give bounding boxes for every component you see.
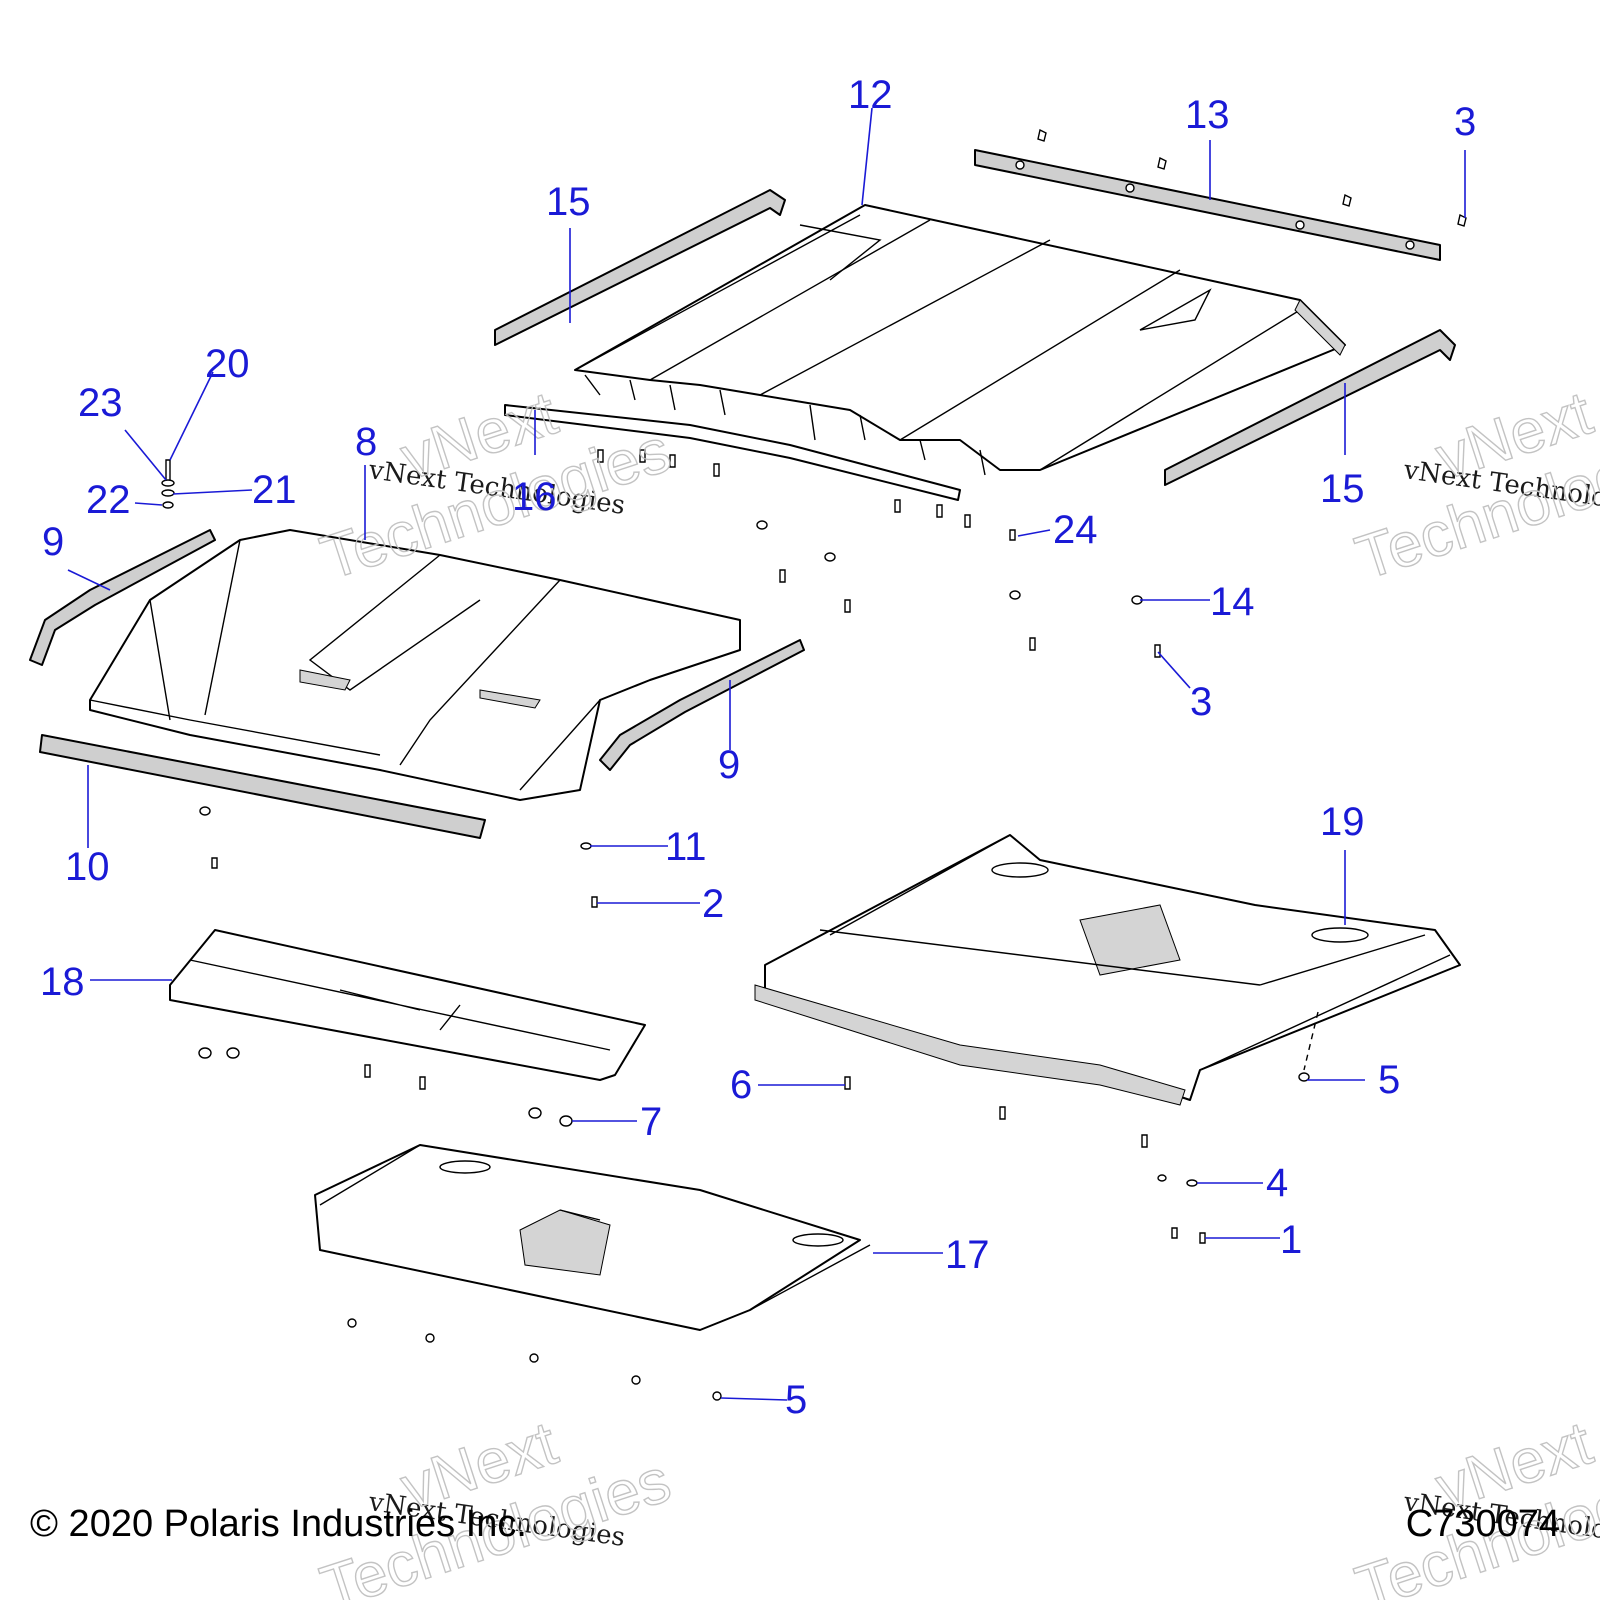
callout-5: 5 bbox=[1378, 1058, 1400, 1102]
part-header-panel bbox=[169, 929, 646, 1081]
callout-2: 2 bbox=[702, 882, 724, 926]
part-rear-headliner bbox=[754, 834, 1461, 1106]
part-rear-roof-panel bbox=[574, 204, 1346, 476]
callout-24: 24 bbox=[1053, 508, 1098, 552]
callout-15: 15 bbox=[546, 180, 591, 224]
part-front-strip bbox=[39, 734, 486, 839]
callout-15: 15 bbox=[1320, 467, 1365, 511]
part-side-strip-left bbox=[494, 189, 786, 346]
leader-lines bbox=[67, 107, 1466, 1401]
callout-8: 8 bbox=[355, 420, 377, 464]
callout-5: 5 bbox=[785, 1378, 807, 1422]
callout-23: 23 bbox=[78, 381, 123, 425]
callout-3: 3 bbox=[1454, 100, 1476, 144]
part-front-headliner bbox=[314, 1144, 871, 1331]
callout-18: 18 bbox=[40, 960, 85, 1004]
callout-11: 11 bbox=[665, 825, 707, 869]
diagram-code: C730074 bbox=[1405, 1503, 1560, 1545]
callout-17: 17 bbox=[945, 1233, 990, 1277]
part-rear-rail bbox=[974, 128, 1467, 261]
callout-10: 10 bbox=[65, 845, 110, 889]
callout-14: 14 bbox=[1210, 580, 1255, 624]
callout-22: 22 bbox=[86, 478, 131, 522]
callout-21: 21 bbox=[252, 468, 297, 512]
callout-6: 6 bbox=[730, 1063, 752, 1107]
callout-9: 9 bbox=[42, 520, 64, 564]
part-side-strip-right bbox=[1164, 329, 1456, 486]
callout-9: 9 bbox=[718, 743, 740, 787]
copyright-notice: © 2020 Polaris Industries Inc. bbox=[30, 1503, 527, 1545]
callout-7: 7 bbox=[640, 1100, 662, 1144]
part-side-trim-right bbox=[599, 639, 805, 771]
callout-1: 1 bbox=[1280, 1218, 1302, 1262]
part-seal-strip bbox=[504, 404, 961, 501]
callout-16: 16 bbox=[512, 475, 557, 519]
callout-4: 4 bbox=[1266, 1161, 1288, 1205]
part-side-trim-left bbox=[29, 529, 216, 666]
callout-12: 12 bbox=[848, 73, 893, 117]
callout-13: 13 bbox=[1185, 93, 1230, 137]
callout-3: 3 bbox=[1190, 680, 1212, 724]
callout-20: 20 bbox=[205, 342, 250, 386]
part-front-roof-panel bbox=[89, 529, 741, 801]
callout-labels: 12 13 3 15 20 23 8 16 21 22 15 24 9 14 3… bbox=[40, 73, 1476, 1422]
callout-19: 19 bbox=[1320, 800, 1365, 844]
hardware-fasteners bbox=[161, 449, 1319, 1401]
